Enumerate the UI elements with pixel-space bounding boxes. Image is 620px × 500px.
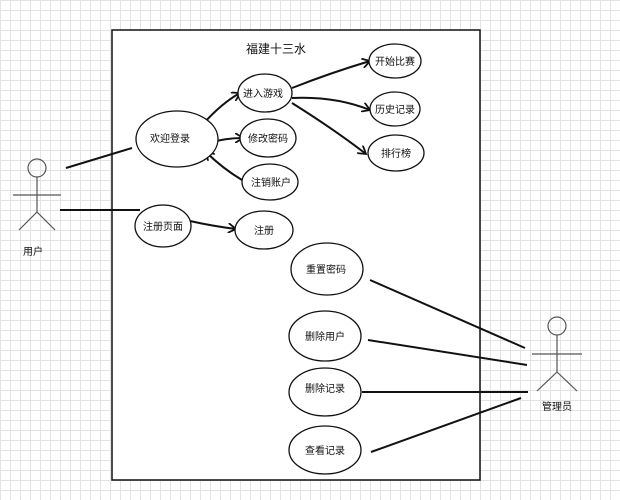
- use-case-change-password: 修改密码: [239, 118, 297, 158]
- use-case-view-record: 查看记录: [288, 425, 362, 475]
- user-actor: 用户: [13, 158, 61, 258]
- admin-to-delete-user-line: [367, 339, 528, 366]
- admin-actor-right-leg: [556, 371, 578, 392]
- admin-actor-head-icon: [547, 316, 567, 336]
- svg-text:注册: 注册: [254, 224, 274, 237]
- use-case-leaderboard: 排行榜: [367, 134, 425, 172]
- svg-text:重置密码: 重置密码: [306, 263, 346, 276]
- svg-text:注销账户: 注销账户: [251, 176, 291, 189]
- admin-actor-label: 管理员: [542, 400, 572, 413]
- user-to-welcome-login-line: [65, 147, 133, 169]
- register-page-to-register-arrow: [189, 220, 236, 229]
- use-case-reset-password: 重置密码: [290, 242, 364, 296]
- svg-text:注册页面: 注册页面: [143, 220, 183, 233]
- svg-text:排行榜: 排行榜: [381, 147, 411, 160]
- enter-game-to-leaderboard-arrow: [291, 102, 366, 154]
- svg-text:删除用户: 删除用户: [305, 330, 345, 343]
- svg-text:欢迎登录: 欢迎登录: [150, 132, 190, 145]
- use-case-delete-user: 删除用户: [288, 310, 362, 362]
- svg-text:开始比赛: 开始比赛: [375, 55, 415, 68]
- svg-text:查看记录: 查看记录: [305, 444, 345, 457]
- user-actor-label: 用户: [23, 245, 43, 258]
- use-case-welcome-login: 欢迎登录: [135, 110, 219, 168]
- svg-text:进入游戏: 进入游戏: [243, 87, 283, 100]
- enter-game-to-start-match-arrow: [291, 61, 370, 89]
- use-case-history: 历史记录: [369, 91, 421, 127]
- svg-text:历史记录: 历史记录: [375, 104, 415, 116]
- admin-to-view-record-line: [370, 397, 522, 453]
- use-case-register-page: 注册页面: [134, 204, 192, 248]
- user-actor-head-icon: [27, 158, 47, 178]
- admin-actor-left-leg: [536, 371, 558, 392]
- use-case-cancel-account: 注销账户: [241, 163, 299, 201]
- user-actor-left-leg: [18, 211, 38, 231]
- use-case-enter-game: 进入游戏: [237, 73, 293, 113]
- system-title: 福建十三水: [246, 41, 306, 56]
- user-actor-right-leg: [36, 211, 56, 231]
- admin-actor: 管理员: [532, 316, 582, 413]
- use-case-register: 注册: [234, 210, 294, 250]
- svg-text:修改密码: 修改密码: [248, 132, 288, 145]
- use-case-start-match: 开始比赛: [368, 43, 422, 79]
- enter-game-to-history-arrow: [291, 96, 370, 110]
- use-case-delete-record: 删除记录: [288, 367, 362, 417]
- svg-text:删除记录: 删除记录: [305, 382, 345, 395]
- admin-to-reset-password-line: [369, 279, 526, 349]
